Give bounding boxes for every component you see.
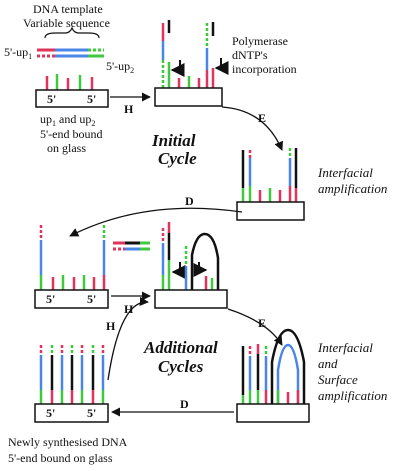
dntp-label: dNTP's [232, 48, 268, 62]
slide-interfacial-surface-amplification [236, 328, 310, 423]
newly-synthesised-label-line2: 5'-end bound on glass [8, 451, 113, 465]
step-h-label-top: H [124, 102, 134, 116]
ias-label-line1: Interfacial [317, 340, 373, 355]
glass-slide [236, 403, 310, 423]
bridge-strand-inner [276, 343, 300, 404]
five-prime-label-right: 5' [87, 406, 96, 420]
interfacial-amplification-label-line1: Interfacial [317, 165, 373, 180]
interfacial-amplification-label-line2: amplification [318, 181, 387, 196]
newly-synthesised-label-line1: Newly synthesised DNA [8, 435, 128, 449]
slide-interfacial-amplification [236, 148, 305, 221]
glass-slide [34, 403, 109, 423]
slide-initial: 5' 5' up1 and up2 5'-end bound on glass [35, 74, 109, 155]
step-e-label-top: E [258, 111, 266, 125]
glass-slide [35, 89, 109, 108]
bridge-strand-outer [270, 328, 306, 404]
denature-arrow-middle [69, 207, 243, 237]
five-prime-label-left: 5' [46, 292, 55, 306]
variable-sequence-brace [44, 26, 100, 39]
polymerase-arrow-bridge [193, 262, 208, 277]
slide-hybridized [154, 20, 229, 107]
polymerase-arrow-left [170, 60, 185, 77]
glass-slide [236, 201, 305, 221]
glass-slide [34, 289, 109, 309]
five-prime-label-right: 5' [87, 292, 96, 306]
up2-label: 5'-up2 [106, 59, 134, 75]
step-e-label-middle: E [258, 316, 266, 330]
up1-label: 5'-up1 [4, 45, 32, 61]
extension-arrow-top [221, 106, 283, 151]
slide-bridge-hybridized [154, 222, 228, 309]
slide-denatured: 5' 5' [34, 225, 109, 309]
five-prime-label-left: 5' [47, 92, 56, 106]
five-prime-label-right: 5' [87, 92, 96, 106]
glass-slide [154, 87, 223, 107]
ias-label-line4: amplification [318, 388, 387, 403]
bound-label-line3: on glass [47, 141, 86, 155]
slide-newly-synthesised: 5' 5' [34, 345, 109, 423]
step-h-label-middle: H [124, 302, 134, 316]
polymerase-label: Polymerase [232, 34, 288, 48]
five-prime-label-left: 5' [46, 406, 55, 420]
bound-label-line2: 5'-end bound [40, 127, 102, 141]
incorporation-label: incorporation [232, 62, 297, 76]
bound-label-line1: up1 and up2 [40, 112, 95, 128]
bridge-strand [190, 232, 220, 290]
step-h-label-loop: H [106, 319, 116, 333]
template-group: DNA template Variable sequence 5'-up1 5'… [4, 2, 134, 75]
step-d-label-bottom: D [180, 397, 189, 411]
additional-cycles-label-line2: Cycles [158, 357, 204, 376]
ias-label-line2: and [318, 356, 338, 371]
hybridize-arrow-loop [107, 296, 149, 381]
polymerase-arrow-right [214, 58, 229, 75]
glass-slide [154, 289, 228, 309]
template-label-line2: Variable sequence [23, 16, 110, 30]
additional-cycles-label-line1: Additional [143, 338, 218, 357]
ias-label-line3: Surface [318, 372, 358, 387]
step-d-label-middle: D [185, 194, 194, 208]
polymerase-arrow [171, 262, 186, 279]
free-template-middle [113, 241, 150, 251]
initial-cycle-label-line2: Cycle [158, 149, 197, 168]
extension-arrow-middle [227, 308, 283, 346]
initial-cycle-label-line1: Initial [151, 131, 196, 150]
template-label-line1: DNA template [33, 2, 103, 16]
